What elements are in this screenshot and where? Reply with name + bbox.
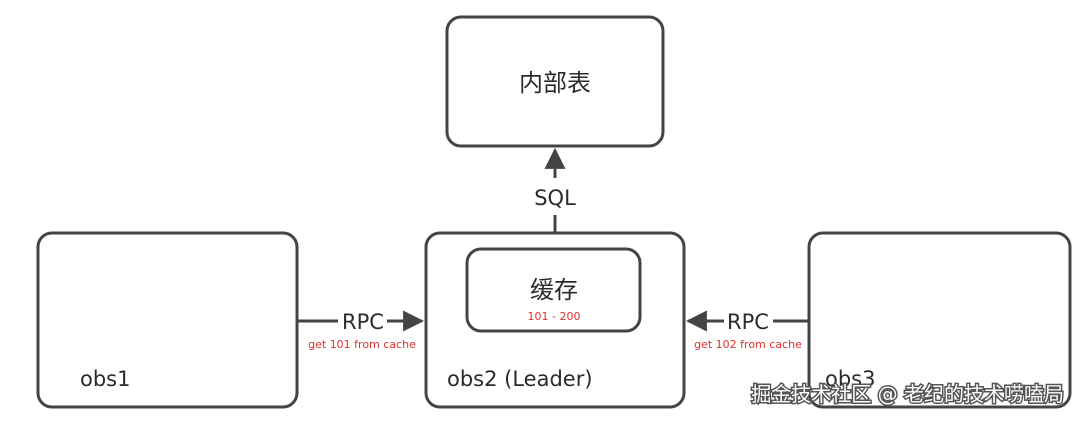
sql-label: SQL bbox=[534, 186, 576, 210]
obs1-label: obs1 bbox=[80, 367, 130, 391]
obs2-label: obs2 (Leader) bbox=[447, 367, 593, 391]
obs3-label: obs3 bbox=[825, 367, 875, 391]
rpc-right-label: RPC bbox=[727, 310, 769, 334]
cache-box bbox=[465, 247, 642, 333]
rpc-left-note: get 101 from cache bbox=[308, 338, 416, 351]
internal-table-label: 内部表 bbox=[519, 69, 591, 97]
cache-range-label: 101 - 200 bbox=[528, 310, 581, 323]
watermark: 掘金技术社区 @ 老纪的技术唠嗑局 bbox=[751, 382, 1064, 406]
internal-table-box bbox=[445, 15, 665, 148]
obs1-box bbox=[36, 231, 299, 409]
cache-label: 缓存 bbox=[530, 276, 578, 304]
rpc-left-label: RPC bbox=[342, 310, 384, 334]
rpc-right-note: get 102 from cache bbox=[694, 338, 802, 351]
